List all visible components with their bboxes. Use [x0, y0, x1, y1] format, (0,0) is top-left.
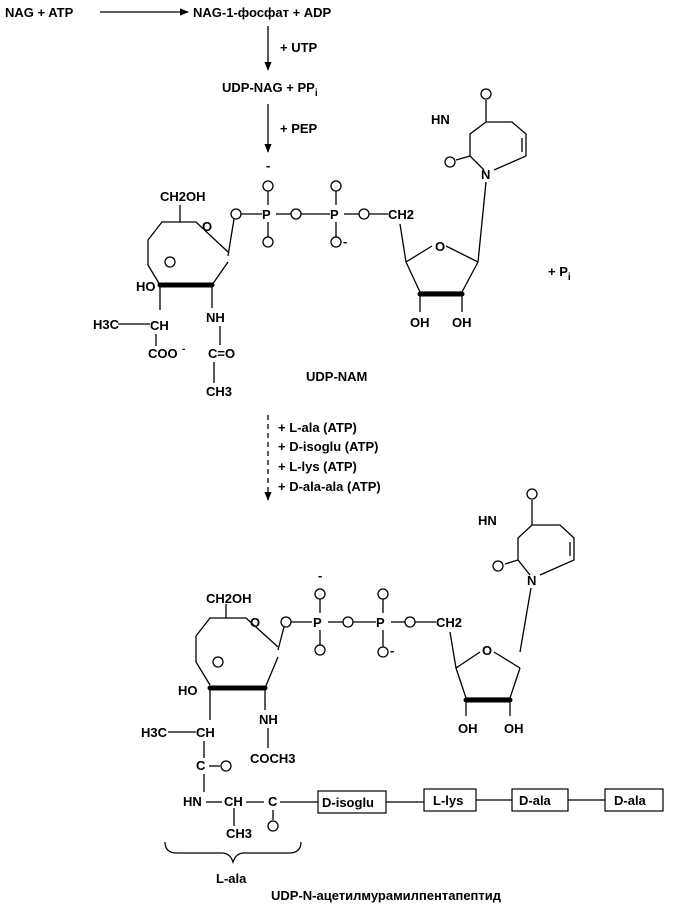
svg-text:CH: CH: [196, 725, 215, 740]
peptide-box-d-ala-2: D-ala: [614, 793, 647, 808]
svg-text:HO: HO: [136, 279, 156, 294]
svg-text:CH: CH: [224, 794, 243, 809]
svg-text:P: P: [330, 207, 339, 222]
svg-text:O: O: [435, 239, 445, 254]
svg-text:P: P: [262, 207, 271, 222]
svg-text:CH2OH: CH2OH: [206, 591, 252, 606]
svg-text:CH2OH: CH2OH: [160, 189, 206, 204]
svg-text:OH: OH: [452, 315, 472, 330]
svg-text:HN: HN: [478, 513, 497, 528]
plus-pi-label: + Pi: [548, 264, 571, 283]
svg-text:COCH3: COCH3: [250, 751, 296, 766]
svg-text:-: -: [390, 643, 394, 658]
reagent-d-ala-ala: + D-ala-ala (ATP): [278, 479, 381, 494]
step1-substrates: NAG + ATP: [5, 5, 74, 20]
svg-text:P: P: [376, 615, 385, 630]
svg-text:N: N: [527, 573, 536, 588]
svg-text:CH3: CH3: [206, 384, 232, 399]
step1-products: NAG-1-фосфат + ADP: [193, 5, 332, 20]
svg-text:OH: OH: [504, 721, 524, 736]
svg-text:HO: HO: [178, 683, 198, 698]
reagent-l-ala: + L-ala (ATP): [278, 420, 357, 435]
svg-text:OH: OH: [458, 721, 478, 736]
peptide-box-l-lys: L-lys: [433, 793, 463, 808]
l-ala-brace: [164, 841, 302, 865]
reagent-l-lys: + L-lys (ATP): [278, 459, 357, 474]
svg-text:HN: HN: [431, 112, 450, 127]
l-ala-label: L-ala: [216, 871, 247, 886]
svg-text:HN: HN: [183, 794, 202, 809]
svg-text:-: -: [266, 158, 270, 173]
svg-text:-: -: [182, 344, 185, 355]
svg-text:-: -: [318, 568, 322, 583]
svg-text:C=O: C=O: [208, 346, 235, 361]
svg-text:CH3: CH3: [226, 826, 252, 841]
svg-text:O: O: [482, 643, 492, 658]
final-product-structure: HN N O CH2OH HO NH COCH3 H3C CH C HN: [141, 488, 575, 841]
peptide-box-d-isoglu: D-isoglu: [322, 795, 374, 810]
udp-nag-label: UDP-NAG + PPi: [222, 80, 318, 99]
svg-text:P: P: [313, 615, 322, 630]
udp-nam-structure: O CH2OH HO NH C=O CH3 H3C CH COO - P - P: [93, 88, 527, 399]
svg-text:C: C: [196, 758, 206, 773]
final-product-label: UDP-N-ацетилмурамилпентапептид: [271, 888, 502, 903]
peptide-box-d-ala-1: D-ala: [519, 793, 552, 808]
svg-text:H3C: H3C: [93, 317, 120, 332]
reagent-d-isoglu: + D-isoglu (ATP): [278, 439, 379, 454]
svg-text:H3C: H3C: [141, 725, 168, 740]
svg-text:NH: NH: [259, 712, 278, 727]
svg-text:CH2: CH2: [436, 615, 462, 630]
peptide-chain: D-isoglu L-lys D-ala D-ala: [317, 788, 664, 814]
svg-text:O: O: [202, 219, 212, 234]
svg-text:-: -: [343, 234, 347, 249]
plus-utp-label: + UTP: [280, 40, 318, 55]
svg-text:COO: COO: [148, 346, 178, 361]
svg-text:CH2: CH2: [388, 207, 414, 222]
plus-pep-label: + PEP: [280, 121, 318, 136]
svg-text:N: N: [481, 167, 490, 182]
udp-nam-label: UDP-NAM: [306, 369, 367, 384]
svg-text:NH: NH: [206, 310, 225, 325]
svg-text:C: C: [268, 794, 278, 809]
svg-text:OH: OH: [410, 315, 430, 330]
svg-text:O: O: [250, 615, 260, 630]
svg-text:CH: CH: [150, 318, 169, 333]
